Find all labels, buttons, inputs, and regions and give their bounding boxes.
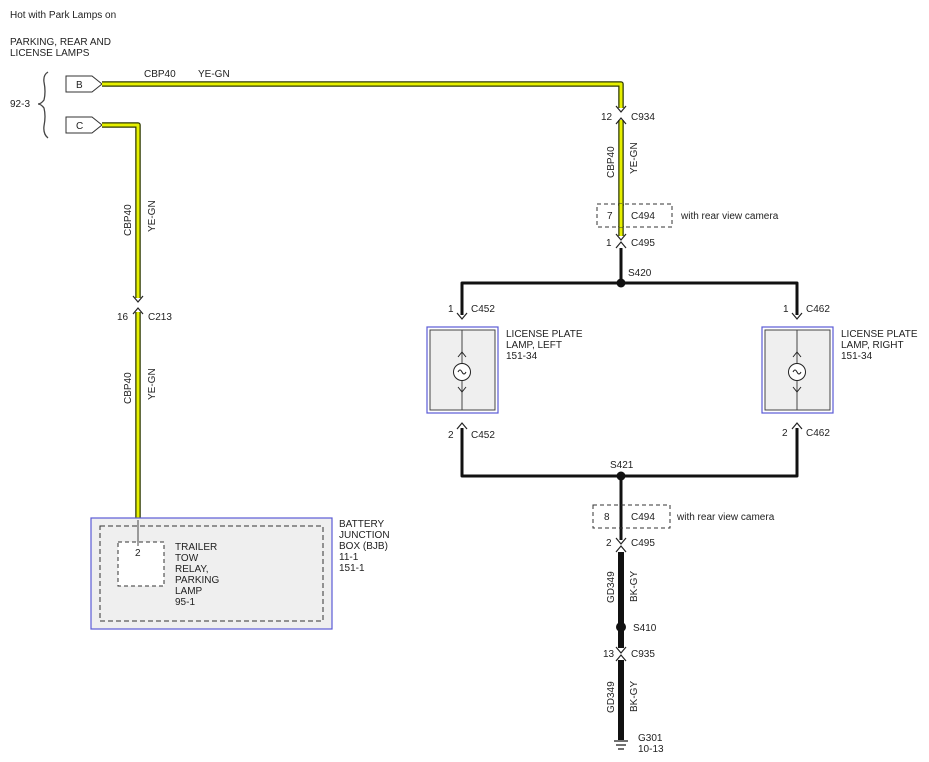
license-plate-lamp-right: LICENSE PLATE LAMP, RIGHT 151-34 [761, 326, 918, 414]
lamp-right-line-1: LICENSE PLATE [841, 329, 918, 340]
c494-bottom-pin: 8 [604, 512, 610, 523]
license-plate-lamp-left: LICENSE PLATE LAMP, LEFT 151-34 [426, 326, 583, 414]
lamp-right-line-2: LAMP, RIGHT [841, 340, 904, 351]
ground-g301: G301 10-13 [614, 733, 664, 755]
lamp-right-line-3: 151-34 [841, 351, 873, 362]
c462-top-name: C462 [806, 304, 830, 315]
lamp-bulb-right-icon [788, 351, 806, 393]
pin-b-terminal: B [65, 75, 103, 93]
wire-top-ye-gn [102, 81, 624, 108]
c462-bottom-name: C462 [806, 428, 830, 439]
right-wire-circuit: CBP40 [606, 146, 617, 178]
top-wire-circuit: CBP40 [144, 69, 176, 80]
pin-b-label: B [76, 80, 83, 91]
lamp-bulb-left-icon [453, 351, 471, 393]
relay-line-2: TOW [175, 553, 199, 564]
c494-top-note: with rear view camera [680, 211, 779, 222]
lamp-left-line-1: LICENSE PLATE [506, 329, 583, 340]
connector-c452-top: 1 C452 [448, 304, 495, 320]
left-wire-color-1: YE-GN [147, 200, 158, 232]
c494-top-name: C494 [631, 211, 655, 222]
c462-bottom-pin: 2 [782, 428, 788, 439]
c494-bottom-note: with rear view camera [676, 512, 775, 523]
connector-c452-bottom: 2 C452 [448, 422, 495, 441]
wire-splice-s420-bus [460, 248, 799, 315]
wire-splice-s421-bus [460, 428, 799, 540]
relay-line-6: 95-1 [175, 597, 195, 608]
c452-top-name: C452 [471, 304, 495, 315]
ground-wire-color-1: BK-GY [629, 571, 640, 602]
c452-top-pin: 1 [448, 304, 454, 315]
connector-c462-top: 1 C462 [783, 304, 830, 320]
source-component-line-1: PARKING, REAR AND [10, 37, 111, 48]
bjb-line-1: BATTERY [339, 519, 385, 530]
connector-c494-bottom: 8 C494 with rear view camera [592, 504, 775, 529]
lamp-left-line-2: LAMP, LEFT [506, 340, 562, 351]
source-component-line-2: LICENSE LAMPS [10, 48, 90, 59]
ground-symbol-icon [614, 740, 628, 750]
bjb-line-4: 11-1 [339, 552, 359, 563]
connector-c495-top: 1 C495 [606, 233, 655, 249]
bjb-line-5: 151-1 [339, 563, 365, 574]
pin-c-terminal: C [65, 116, 103, 134]
left-wire-circuit-2: CBP40 [123, 372, 134, 404]
diagram-title: Hot with Park Lamps on [10, 10, 116, 21]
left-wire-circuit-1: CBP40 [123, 204, 134, 236]
ground-wire-circuit-1: GD349 [606, 571, 617, 603]
s420-label: S420 [628, 268, 652, 279]
c934-pin: 12 [601, 112, 613, 123]
relay-line-4: PARKING [175, 575, 219, 586]
c213-pin: 16 [117, 312, 129, 323]
g301-ref: 10-13 [638, 744, 664, 755]
c935-name: C935 [631, 649, 655, 660]
top-wire-color: YE-GN [198, 69, 230, 80]
c452-bottom-pin: 2 [448, 430, 454, 441]
relay-line-5: LAMP [175, 586, 203, 597]
c935-pin: 13 [603, 649, 615, 660]
c495-top-name: C495 [631, 238, 655, 249]
bjb-pin: 2 [135, 548, 141, 559]
c495-bottom-name: C495 [631, 538, 655, 549]
source-ref: 92-3 [10, 99, 30, 110]
relay-line-1: TRAILER [175, 542, 217, 553]
c462-top-pin: 1 [783, 304, 789, 315]
c494-top-pin: 7 [607, 211, 613, 222]
c452-bottom-name: C452 [471, 430, 495, 441]
ground-wire-circuit-2: GD349 [606, 681, 617, 713]
c494-bottom-name: C494 [631, 512, 655, 523]
c495-top-pin: 1 [606, 238, 612, 249]
c213-name: C213 [148, 312, 172, 323]
s410-label: S410 [633, 623, 657, 634]
left-wire-color-2: YE-GN [147, 368, 158, 400]
ground-wire-color-2: BK-GY [629, 681, 640, 712]
battery-junction-box: 2 TRAILER TOW RELAY, PARKING LAMP 95-1 B… [90, 517, 390, 630]
splice-s420: S420 [616, 268, 652, 288]
connector-c935: 13 C935 [603, 646, 655, 662]
connector-c462-bottom: 2 C462 [782, 422, 830, 439]
connector-c495-bottom: 2 C495 [606, 537, 655, 553]
bjb-line-3: BOX (BJB) [339, 541, 388, 552]
right-wire-color: YE-GN [629, 142, 640, 174]
bjb-line-2: JUNCTION [339, 530, 390, 541]
connector-c213: 16 C213 [117, 295, 172, 323]
connector-brace [37, 71, 49, 139]
wire-left-ye-gn-1 [102, 122, 141, 298]
splice-s421: S421 [610, 460, 634, 481]
pin-c-label: C [76, 121, 83, 132]
c934-name: C934 [631, 112, 655, 123]
c495-bottom-pin: 2 [606, 538, 612, 549]
splice-s410: S410 [616, 622, 657, 634]
g301-name: G301 [638, 733, 663, 744]
s421-label: S421 [610, 460, 634, 471]
connector-c494-top: 7 C494 with rear view camera [596, 203, 779, 228]
connector-c934: 12 C934 [601, 105, 655, 125]
relay-line-3: RELAY, [175, 564, 209, 575]
lamp-left-line-3: 151-34 [506, 351, 538, 362]
